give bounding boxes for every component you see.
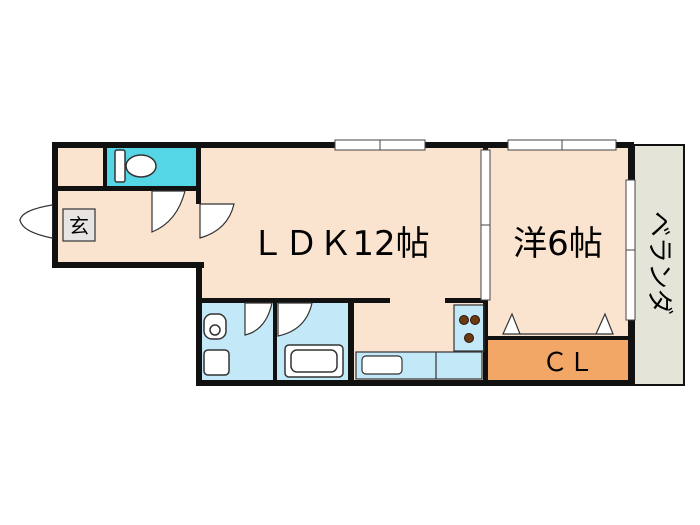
closet-floor [488, 340, 628, 380]
storage-floor [55, 145, 105, 187]
doors [18, 190, 313, 337]
washroom-fixtures [203, 313, 230, 376]
toilet-fixture [114, 149, 157, 183]
stove-burners [459, 315, 480, 343]
kitchen-fixtures [355, 304, 485, 380]
ldk-label: ＬＤＫ12帖 [250, 224, 429, 264]
veranda-label: ベランダ [644, 211, 674, 315]
bathtub-fixture [284, 344, 344, 378]
closet-doors [502, 312, 614, 335]
western-room-floor [486, 145, 628, 340]
stove [454, 305, 484, 351]
western-room-label: 洋6帖 [513, 224, 603, 264]
windows [334, 139, 636, 321]
entrance-box [62, 208, 96, 242]
closet-label: ＣＬ [542, 348, 594, 378]
veranda-floor [634, 145, 684, 385]
entrance-label: 玄 [69, 214, 89, 238]
